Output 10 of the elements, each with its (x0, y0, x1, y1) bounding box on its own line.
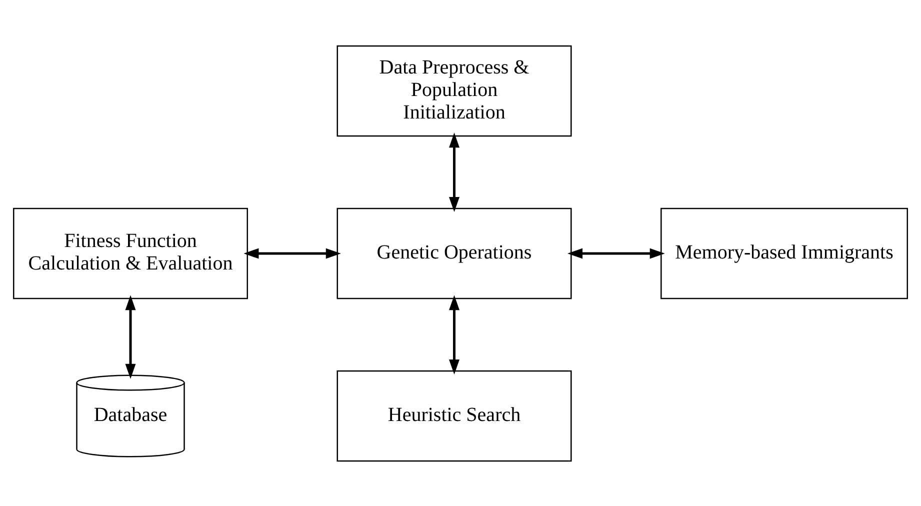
arrow (448, 132, 460, 212)
arrow (448, 294, 460, 374)
arrow (244, 248, 341, 258)
node-box: Heuristic Search (336, 370, 572, 462)
node-box: Memory-based Immigrants (660, 207, 908, 299)
arrow (567, 248, 665, 258)
node-box: Data Preprocess & Population Initialization (336, 44, 572, 136)
arrow (125, 294, 136, 378)
node-box: Genetic Operations (336, 207, 572, 299)
node-box: Fitness Function Calculation & Evaluation (13, 207, 248, 299)
